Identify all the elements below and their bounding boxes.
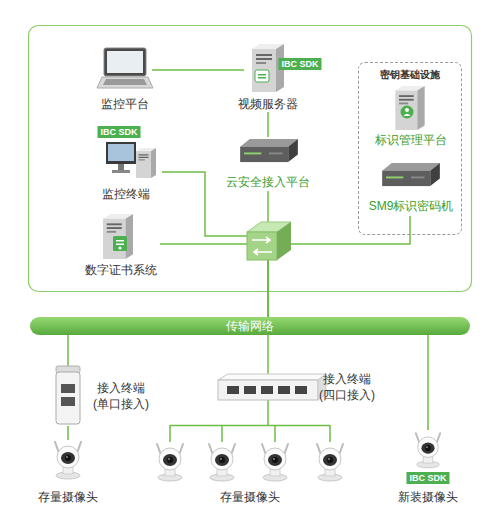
device-body (56, 372, 80, 424)
network-band: 传输网络 (30, 317, 470, 335)
cert-badge (113, 236, 127, 251)
node-label: 密钥基础设施 (359, 67, 461, 83)
infrastructure-group: 密钥基础设施标识管理平台 SM9标识密码机 (358, 62, 462, 235)
node-label: 视频服务器 (228, 96, 308, 112)
port (61, 384, 75, 393)
node-label: 存量摄像头 (145, 489, 355, 505)
camera-icon (209, 444, 235, 481)
node-label: 监控平台 (85, 96, 165, 112)
node-label: 云安全接入平台 (220, 174, 316, 190)
network-link (152, 69, 244, 71)
node-label: 新装摄像头 (396, 489, 460, 505)
camera-icon (416, 433, 440, 468)
badge-line (258, 74, 266, 76)
cipher-device (382, 163, 440, 186)
node-label: 接入终端 (四口接入) (316, 371, 378, 403)
server-tower (103, 214, 133, 259)
badge-line (116, 240, 124, 242)
four-port-icon (218, 374, 326, 400)
camera-icon (157, 444, 183, 481)
server-node: 标识管理平台 (369, 85, 453, 149)
terminal-icon (106, 142, 156, 178)
port (295, 386, 307, 394)
port (61, 397, 75, 406)
port (244, 386, 256, 394)
platform-node: 监控平台 (98, 40, 152, 112)
badge-seal (118, 246, 121, 249)
node-label: 监控终端 (90, 186, 162, 202)
gateway-device (240, 139, 298, 162)
camera-node: 存量摄像头 (36, 440, 100, 506)
access-node: 接入终端 (四口接入) (216, 374, 376, 400)
core-switch-icon (247, 222, 291, 260)
device-node: SM9标识密码机 (363, 161, 459, 216)
monitor-screen (108, 144, 134, 161)
laptop-icon (97, 48, 153, 88)
single-port-icon (56, 366, 80, 424)
switch-side (277, 222, 291, 260)
pc-tower (136, 148, 156, 178)
server-node: 视频服务器 (244, 38, 292, 112)
server-node: 数字证书系统 (82, 212, 160, 280)
switch-front (247, 232, 277, 260)
node-label: 标识管理平台 (369, 132, 453, 148)
switch-front (218, 380, 318, 400)
user-badge (401, 106, 414, 119)
port (227, 386, 239, 394)
node-label: 传输网络 (30, 318, 470, 334)
monitor-foot (112, 170, 130, 173)
network-link (67, 335, 69, 366)
network-link (267, 400, 269, 425)
sdk-tag: IBC SDK (406, 472, 449, 484)
network-link (267, 112, 269, 137)
camera-icon (55, 442, 81, 479)
badge-line (258, 77, 266, 79)
network-link (267, 335, 269, 374)
system-frame (29, 26, 472, 292)
port (261, 386, 273, 394)
camera-bus-wire (170, 425, 330, 442)
terminal-node: 监控终端 (90, 140, 162, 204)
camera-group: 存量摄像头 (145, 425, 355, 506)
monitor-frame (106, 142, 136, 164)
node-label: 存量摄像头 (36, 489, 100, 505)
monitor-stand (118, 164, 124, 170)
node-label: 接入终端 (单口接入) (88, 380, 154, 412)
badge-line (116, 244, 124, 246)
network-link (427, 335, 429, 430)
laptop-base (97, 77, 153, 88)
network-link (67, 426, 69, 440)
cert-server-icon (103, 214, 133, 259)
camera-icon (317, 444, 343, 481)
sdk-tag: IBC SDK (278, 58, 321, 70)
camera-node: 新装摄像头 (396, 430, 460, 506)
switch-top (218, 374, 326, 380)
switch-arrows (252, 237, 272, 255)
server-badge (255, 70, 269, 82)
laptop-keys (103, 79, 147, 85)
camera-icon (262, 444, 288, 481)
node-label: SM9标识密码机 (363, 198, 459, 214)
network-link (268, 216, 410, 317)
laptop-display (107, 51, 143, 73)
laptop-screen (104, 48, 146, 76)
user-body (404, 114, 411, 116)
gateway-node: 云安全接入平台 (220, 137, 316, 191)
server-tower (395, 86, 424, 130)
sdk-tag: IBC SDK (97, 126, 140, 138)
port (278, 386, 290, 394)
access-node: 接入终端 (单口接入) (50, 366, 152, 426)
node-label: 数字证书系统 (82, 262, 160, 278)
id-server-icon (395, 86, 424, 130)
user-head (405, 108, 409, 112)
